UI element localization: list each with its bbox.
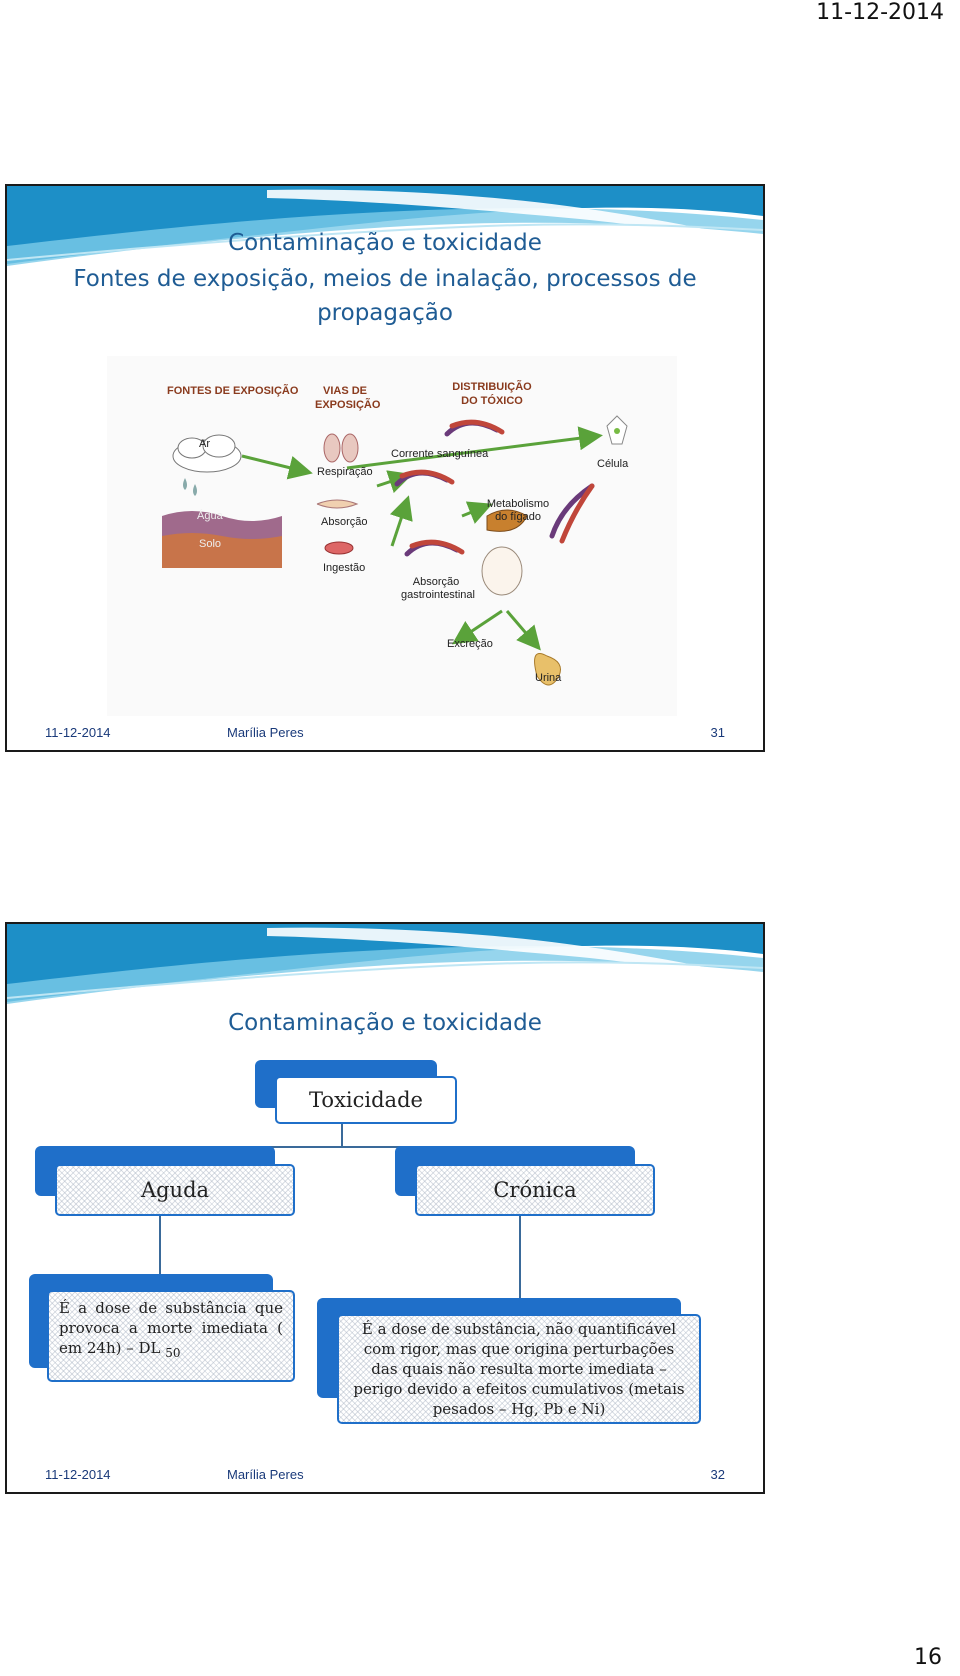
cronica-description: É a dose de substância, não quantificáve…	[337, 1314, 701, 1424]
connector-right-down	[519, 1216, 521, 1298]
slide-header-swoosh	[7, 186, 763, 266]
root-node-toxicidade: Toxicidade	[275, 1076, 457, 1124]
soil-water-icon	[162, 511, 282, 568]
label-absorcao-gi: Absorção gastrointestinal	[401, 576, 475, 601]
header-fontes: FONTES DE EXPOSIÇÃO	[167, 385, 299, 397]
kidney-icon	[534, 653, 561, 686]
cloud-icon	[172, 434, 242, 496]
footer-date: 11-12-2014	[45, 1467, 111, 1482]
node-cronica: Crónica	[415, 1164, 655, 1216]
header-distribuicao: DISTRIBUIÇÃO DO TÓXICO	[452, 381, 532, 407]
hands-icon	[316, 499, 359, 509]
slide-title-line2: Fontes de exposição, meios de inalação, …	[73, 266, 697, 292]
connector-root	[341, 1108, 343, 1148]
slide-title-line1: Contaminação e toxicidade	[228, 230, 542, 256]
header-vias: VIAS DE EXPOSIÇÃO	[315, 385, 381, 411]
aguda-description-text: É a dose de substância que provoca a mor…	[59, 1299, 283, 1357]
label-respiracao: Respiração	[317, 466, 373, 478]
connector-left-down	[159, 1216, 161, 1274]
vessel-icon-1	[444, 419, 505, 437]
footer-author: Marília Peres	[227, 1467, 304, 1482]
label-celula: Célula	[597, 458, 629, 470]
slide-title: Contaminação e toxicidade	[228, 1010, 542, 1036]
footer-date: 11-12-2014	[45, 725, 111, 740]
label-absorcao: Absorção	[321, 516, 368, 528]
label-excrecao: Excreção	[447, 638, 493, 650]
slide-32: Contaminação e toxicidade Toxicidade Agu…	[5, 922, 765, 1494]
exposure-diagram-art	[162, 415, 628, 686]
lungs-icon	[323, 433, 359, 463]
vessel-icon-3	[404, 539, 465, 557]
label-metabolismo: Metabolismo do fígado	[486, 498, 550, 523]
slide-header-swoosh	[7, 924, 763, 1004]
aguda-description: É a dose de substância que provoca a mor…	[47, 1290, 295, 1382]
page-number: 16	[914, 1645, 942, 1670]
label-solo: Solo	[199, 538, 222, 550]
node-aguda: Aguda	[55, 1164, 295, 1216]
vessel-icon-2	[394, 469, 455, 487]
label-corrente: Corrente sanguínea	[391, 448, 489, 460]
cell-icon	[606, 415, 628, 445]
footer-author: Marília Peres	[227, 725, 304, 740]
label-agua: Água	[197, 510, 223, 522]
exposure-diagram: FONTES DE EXPOSIÇÃO VIAS DE EXPOSIÇÃO DI…	[107, 356, 677, 716]
footer-slide-number: 31	[710, 725, 725, 740]
vessel-icon-4	[549, 483, 595, 544]
mouth-icon	[324, 541, 354, 555]
slide-31: Contaminação e toxicidade Fontes de expo…	[5, 184, 765, 752]
footer-slide-number: 32	[710, 1467, 725, 1482]
connector-horizontal	[159, 1146, 521, 1148]
page-date: 11-12-2014	[816, 0, 944, 25]
intestine-icon	[481, 546, 523, 596]
liver-icon	[486, 509, 528, 532]
label-urina: Urina	[535, 672, 562, 684]
label-ingestao: Ingestão	[323, 562, 366, 574]
aguda-description-subscript: 50	[165, 1346, 181, 1360]
slide-title-line3: propagação	[317, 300, 453, 326]
label-ar: Ar	[199, 438, 210, 450]
